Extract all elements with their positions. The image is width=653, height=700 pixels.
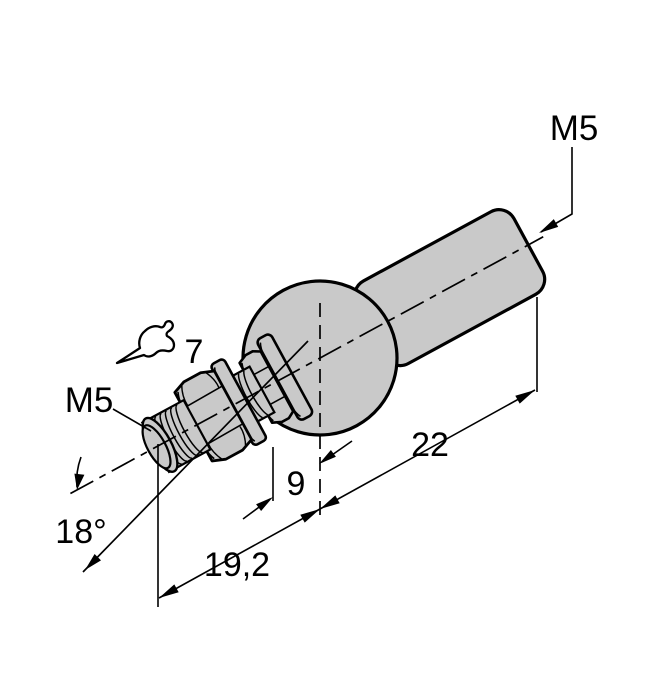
label-dim-9: 9: [287, 465, 306, 503]
hex-nut-flat-line: [204, 422, 244, 447]
arrowhead-tilted-line: [85, 554, 101, 570]
arrowhead-19-2-left: [159, 584, 179, 598]
label-dim-22: 22: [411, 426, 449, 464]
dim-line-19-2: [158, 508, 321, 599]
arrowhead-angle: [74, 473, 85, 490]
label-wrench-size: 7: [185, 333, 204, 371]
axis-centerline: [70, 236, 544, 495]
arrowhead-22-right: [515, 390, 535, 404]
label-stud-thread: M5: [65, 381, 114, 420]
dim-line-22: [319, 389, 536, 510]
arrowhead-rod-thread: [539, 219, 559, 233]
leader-rod-thread: [540, 147, 573, 233]
arrowheads: [74, 219, 559, 598]
hex-nut-flat-line: [183, 385, 223, 409]
label-rod-thread: M5: [550, 109, 599, 148]
arrowhead-9-left: [256, 497, 273, 511]
label-dim-19-2: 19,2: [204, 546, 270, 584]
hex-nut-chamfer-line: [204, 371, 220, 389]
arrowhead-19-2-right: [300, 509, 320, 523]
label-angle-18: 18°: [55, 513, 106, 551]
part-shapes: [70, 208, 547, 495]
arrowhead-22-left: [320, 495, 340, 509]
arrowhead-9-right: [319, 450, 336, 464]
wrench-icon: [115, 320, 176, 365]
hex-nut-chamfer-line: [239, 426, 247, 448]
thread-ridge: [170, 407, 198, 457]
leader-stud-thread: [112, 408, 152, 432]
tilted-axis-line: [82, 340, 309, 573]
